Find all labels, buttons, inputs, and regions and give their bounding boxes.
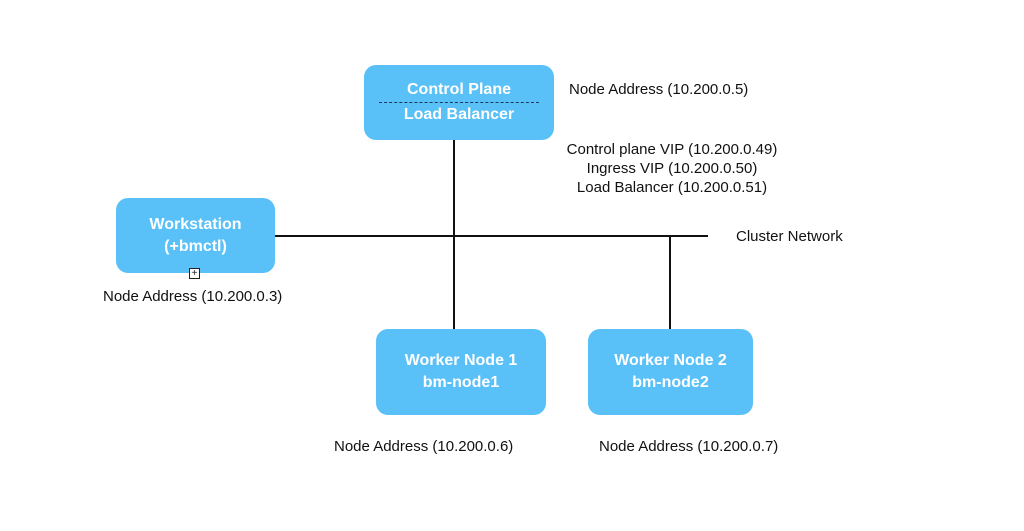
ingress-vip: Ingress VIP (10.200.0.50) xyxy=(586,160,758,177)
worker1-address: Node Address (10.200.0.6) xyxy=(334,438,514,455)
control-plane-address: Node Address (10.200.0.5) xyxy=(569,81,749,98)
workstation-subtitle: (+bmctl) xyxy=(164,237,227,255)
worker1-hostname: bm-node1 xyxy=(422,374,500,391)
workstation-title: Workstation xyxy=(149,215,242,233)
load-balancer-vip: Load Balancer (10.200.0.51) xyxy=(576,179,768,196)
workstation-node[interactable]: Workstation (+bmctl) xyxy=(116,198,275,273)
workstation-address: Node Address (10.200.0.3) xyxy=(103,288,283,305)
worker2-address: Node Address (10.200.0.7) xyxy=(599,438,779,455)
worker1-title: Worker Node 1 xyxy=(404,352,518,369)
worker-node-1[interactable]: Worker Node 1 bm-node1 xyxy=(376,329,546,415)
plus-square-icon[interactable]: + xyxy=(189,268,200,279)
worker2-hostname: bm-node2 xyxy=(632,374,709,391)
worker-node-2[interactable]: Worker Node 2 bm-node2 xyxy=(588,329,753,415)
control-plane-node[interactable]: Control Plane Load Balancer xyxy=(364,65,554,140)
cluster-network-label: Cluster Network xyxy=(736,228,843,245)
control-plane-divider xyxy=(379,102,539,103)
worker2-title: Worker Node 2 xyxy=(614,352,727,369)
control-plane-vip: Control plane VIP (10.200.0.49) xyxy=(566,141,778,158)
load-balancer-title: Load Balancer xyxy=(403,106,515,123)
control-plane-title: Control Plane xyxy=(406,81,511,98)
vip-list: Control plane VIP (10.200.0.49) Ingress … xyxy=(552,140,792,197)
